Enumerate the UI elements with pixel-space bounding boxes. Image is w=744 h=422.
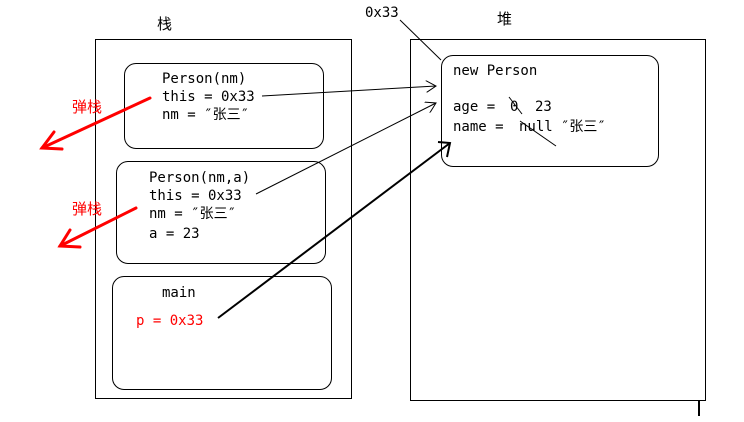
address-label-0x33: 0x33 bbox=[365, 5, 399, 21]
frame-this-reference: this = 0x33 bbox=[149, 188, 242, 204]
frame-title-person-nm-a: Person(nm,a) bbox=[149, 170, 251, 186]
pop-stack-arrow bbox=[39, 96, 152, 151]
stack-frame-person-nm bbox=[124, 63, 324, 149]
frame-title-main: main bbox=[162, 285, 196, 301]
address-pointer-line bbox=[399, 19, 442, 61]
this-reference-arrow bbox=[255, 103, 436, 195]
this-reference-arrow bbox=[261, 86, 436, 97]
heap-object-title: new Person bbox=[453, 63, 538, 79]
field-name-label: name = bbox=[453, 119, 513, 135]
stack-label: 栈 bbox=[157, 15, 173, 33]
frame-this-reference: this = 0x33 bbox=[162, 89, 255, 105]
heap-label: 堆 bbox=[497, 10, 513, 28]
field-age-new-value: 23 bbox=[535, 99, 552, 115]
pop-stack-label: 弹栈 bbox=[72, 200, 103, 218]
stack-frame-main bbox=[112, 276, 332, 390]
main-reference-arrowhead bbox=[437, 141, 452, 158]
frame-nm-value: nm = ″张三″ bbox=[162, 107, 250, 123]
main-p-reference: p = 0x33 bbox=[136, 313, 204, 329]
field-name-old-value: null bbox=[519, 119, 553, 135]
pop-stack-arrow bbox=[57, 206, 138, 249]
field-name-new-value: ″张三″ bbox=[561, 119, 606, 135]
age-strike bbox=[508, 96, 523, 115]
name-strike bbox=[519, 120, 557, 147]
frame-title-person-nm: Person(nm) bbox=[162, 71, 247, 87]
heap-object-person bbox=[441, 55, 659, 167]
main-reference-arrow bbox=[217, 142, 451, 319]
frame-nm-value: nm = ″张三″ bbox=[149, 206, 237, 222]
field-age-old-value: 0 bbox=[510, 99, 519, 115]
pop-stack-label: 弹栈 bbox=[72, 98, 103, 116]
field-age-label: age = bbox=[453, 99, 504, 115]
stack-frame-person-nm-a bbox=[116, 161, 326, 264]
frame-a-value: a = 23 bbox=[149, 226, 200, 242]
